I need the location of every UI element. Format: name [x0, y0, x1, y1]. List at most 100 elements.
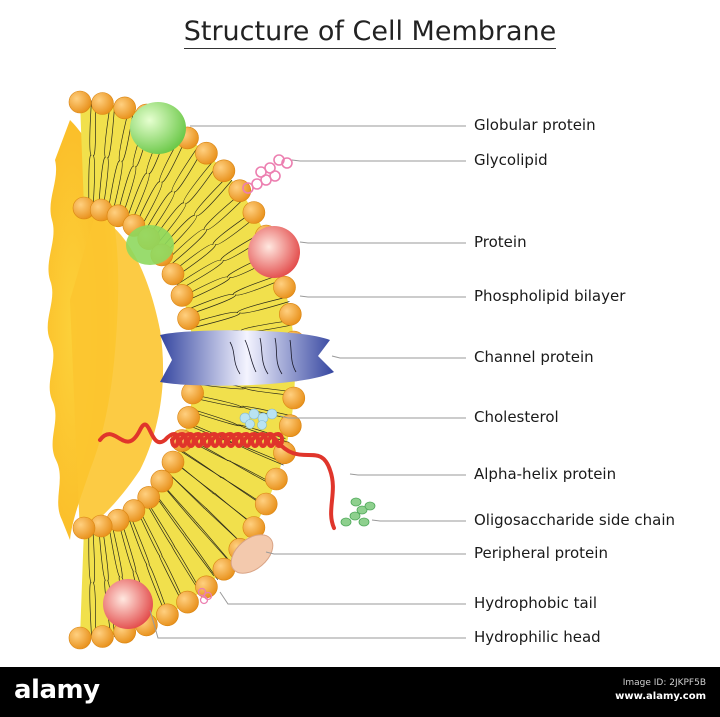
- hydrophobic-tail: [180, 260, 224, 290]
- label-channel-protein: Channel protein: [474, 348, 594, 366]
- phospholipid-head: [161, 262, 185, 286]
- channel-protein: [160, 330, 334, 386]
- leader-line: [299, 241, 466, 244]
- phospholipid-head: [273, 275, 296, 299]
- phospholipid-head: [68, 626, 92, 650]
- globular-protein: [130, 102, 186, 154]
- phospholipid-head: [161, 450, 185, 474]
- protein: [248, 226, 300, 278]
- leader-line: [291, 159, 466, 162]
- hydrophobic-tail: [121, 521, 137, 572]
- leader-line: [279, 415, 466, 419]
- channel-protein-lines: [229, 337, 297, 375]
- leader-line: [371, 519, 466, 522]
- phospholipid-head: [228, 179, 252, 202]
- phospholipid-head: [278, 302, 302, 326]
- leader-line: [219, 591, 466, 605]
- hydrophobic-tail: [239, 301, 290, 314]
- label-cholesterol: Cholesterol: [474, 408, 559, 426]
- phospholipid-head: [212, 159, 236, 183]
- hydrophobic-tail: [191, 411, 241, 427]
- leader-line: [149, 609, 466, 639]
- label-hydrophobic-tail: Hydrophobic tail: [474, 594, 598, 612]
- label-peripheral-protein: Peripheral protein: [474, 544, 608, 562]
- cholesterol: [239, 408, 278, 430]
- alpha-helix-protein: [98, 422, 336, 530]
- label-protein: Protein: [474, 233, 527, 251]
- hydrophobic-tail: [242, 386, 293, 393]
- diagram-title: Structure of Cell Membrane: [183, 16, 557, 49]
- cytoplasm-inner: [70, 215, 164, 535]
- hydrophobic-tail: [169, 229, 207, 267]
- label-phospholipid-bilayer: Phospholipid bilayer: [474, 287, 626, 305]
- leader-lines: [149, 125, 466, 639]
- hydrophobic-tail: [147, 502, 175, 547]
- phospholipid-head: [195, 141, 218, 165]
- phospholipid-head: [91, 92, 114, 115]
- hydrophobic-tail: [92, 104, 96, 156]
- image-id-text: Image ID: 2JKPF5B: [622, 678, 706, 688]
- hydrophobic-tail: [183, 159, 215, 204]
- cell-membrane-diagram: [47, 90, 466, 650]
- leader-line: [349, 473, 466, 476]
- peripheral-protein: [230, 534, 274, 574]
- hydrophobic-tail: [130, 516, 150, 565]
- oligosaccharide-side-chain: [340, 497, 376, 527]
- hydrophobic-tail: [194, 397, 244, 408]
- hydrophobic-tail: [111, 525, 123, 578]
- hydrophobic-tail: [155, 493, 187, 536]
- phospholipid-head: [137, 486, 160, 509]
- hydrophobic-tail: [92, 529, 95, 583]
- label-alpha-helix-protein: Alpha-helix protein: [474, 465, 617, 483]
- label-glycolipid: Glycolipid: [474, 151, 548, 169]
- phospholipid-head: [72, 516, 96, 540]
- phospholipid-head: [177, 406, 200, 429]
- phospholipid-head: [282, 386, 306, 410]
- hydrophobic-tail: [192, 312, 241, 329]
- glycolipid: [242, 154, 293, 194]
- label-oligosaccharide-side-chain: Oligosaccharide side chain: [474, 511, 676, 529]
- phospholipid-head: [91, 625, 114, 648]
- phospholipid-head: [265, 467, 288, 491]
- phospholipid-head: [278, 414, 302, 438]
- image-id: Image ID: 2JKPF5B www.alamy.com: [615, 677, 706, 703]
- phospholipid-head: [68, 90, 92, 114]
- hydrophobic-tail: [162, 484, 197, 523]
- phospholipid-head: [176, 590, 199, 614]
- glycolipid-bottom: [197, 587, 213, 605]
- hydrophobic-tail: [89, 582, 92, 636]
- hydrophobic-tail: [138, 509, 163, 557]
- label-globular-protein: Globular protein: [474, 116, 596, 134]
- hydrophobic-tail: [185, 534, 219, 580]
- hydrophobic-tail: [196, 179, 233, 217]
- leader-line: [299, 295, 466, 298]
- hydrophobic-tail: [169, 473, 207, 509]
- hydrophobic-tail: [107, 160, 121, 211]
- integral-protein-green: [126, 225, 174, 265]
- brand-logo: alamy: [14, 675, 100, 705]
- hydrophobic-tail: [126, 173, 148, 220]
- hydrophobic-tail: [107, 107, 115, 158]
- leader-line: [331, 355, 466, 359]
- phospholipid-head: [113, 96, 136, 120]
- hydrophobic-tail: [176, 259, 222, 286]
- footer-bar: alamy Image ID: 2JKPF5B www.alamy.com: [0, 667, 720, 717]
- hydrophobic-tail: [89, 100, 92, 156]
- protein-bottom: [103, 579, 153, 629]
- hydrophobic-tail: [171, 145, 199, 193]
- hydrophobic-tail: [184, 293, 234, 311]
- phospholipid-bilayer: [80, 102, 295, 638]
- phospholipid-head: [156, 603, 179, 627]
- phospholipid-head: [170, 284, 194, 307]
- hydrophobic-tail: [237, 297, 286, 314]
- phospholipid-head: [242, 201, 266, 224]
- hydrophobic-tail: [180, 450, 224, 479]
- leader-line: [265, 551, 466, 555]
- hydrophobic-tail: [196, 522, 233, 565]
- phospholipid-head: [177, 307, 200, 330]
- label-hydrophilic-head: Hydrophilic head: [474, 628, 601, 646]
- phospholipid-head: [254, 492, 278, 516]
- site-url: www.alamy.com: [615, 691, 706, 702]
- hydrophobic-tail: [104, 580, 111, 633]
- hydrophobic-tail: [205, 197, 246, 231]
